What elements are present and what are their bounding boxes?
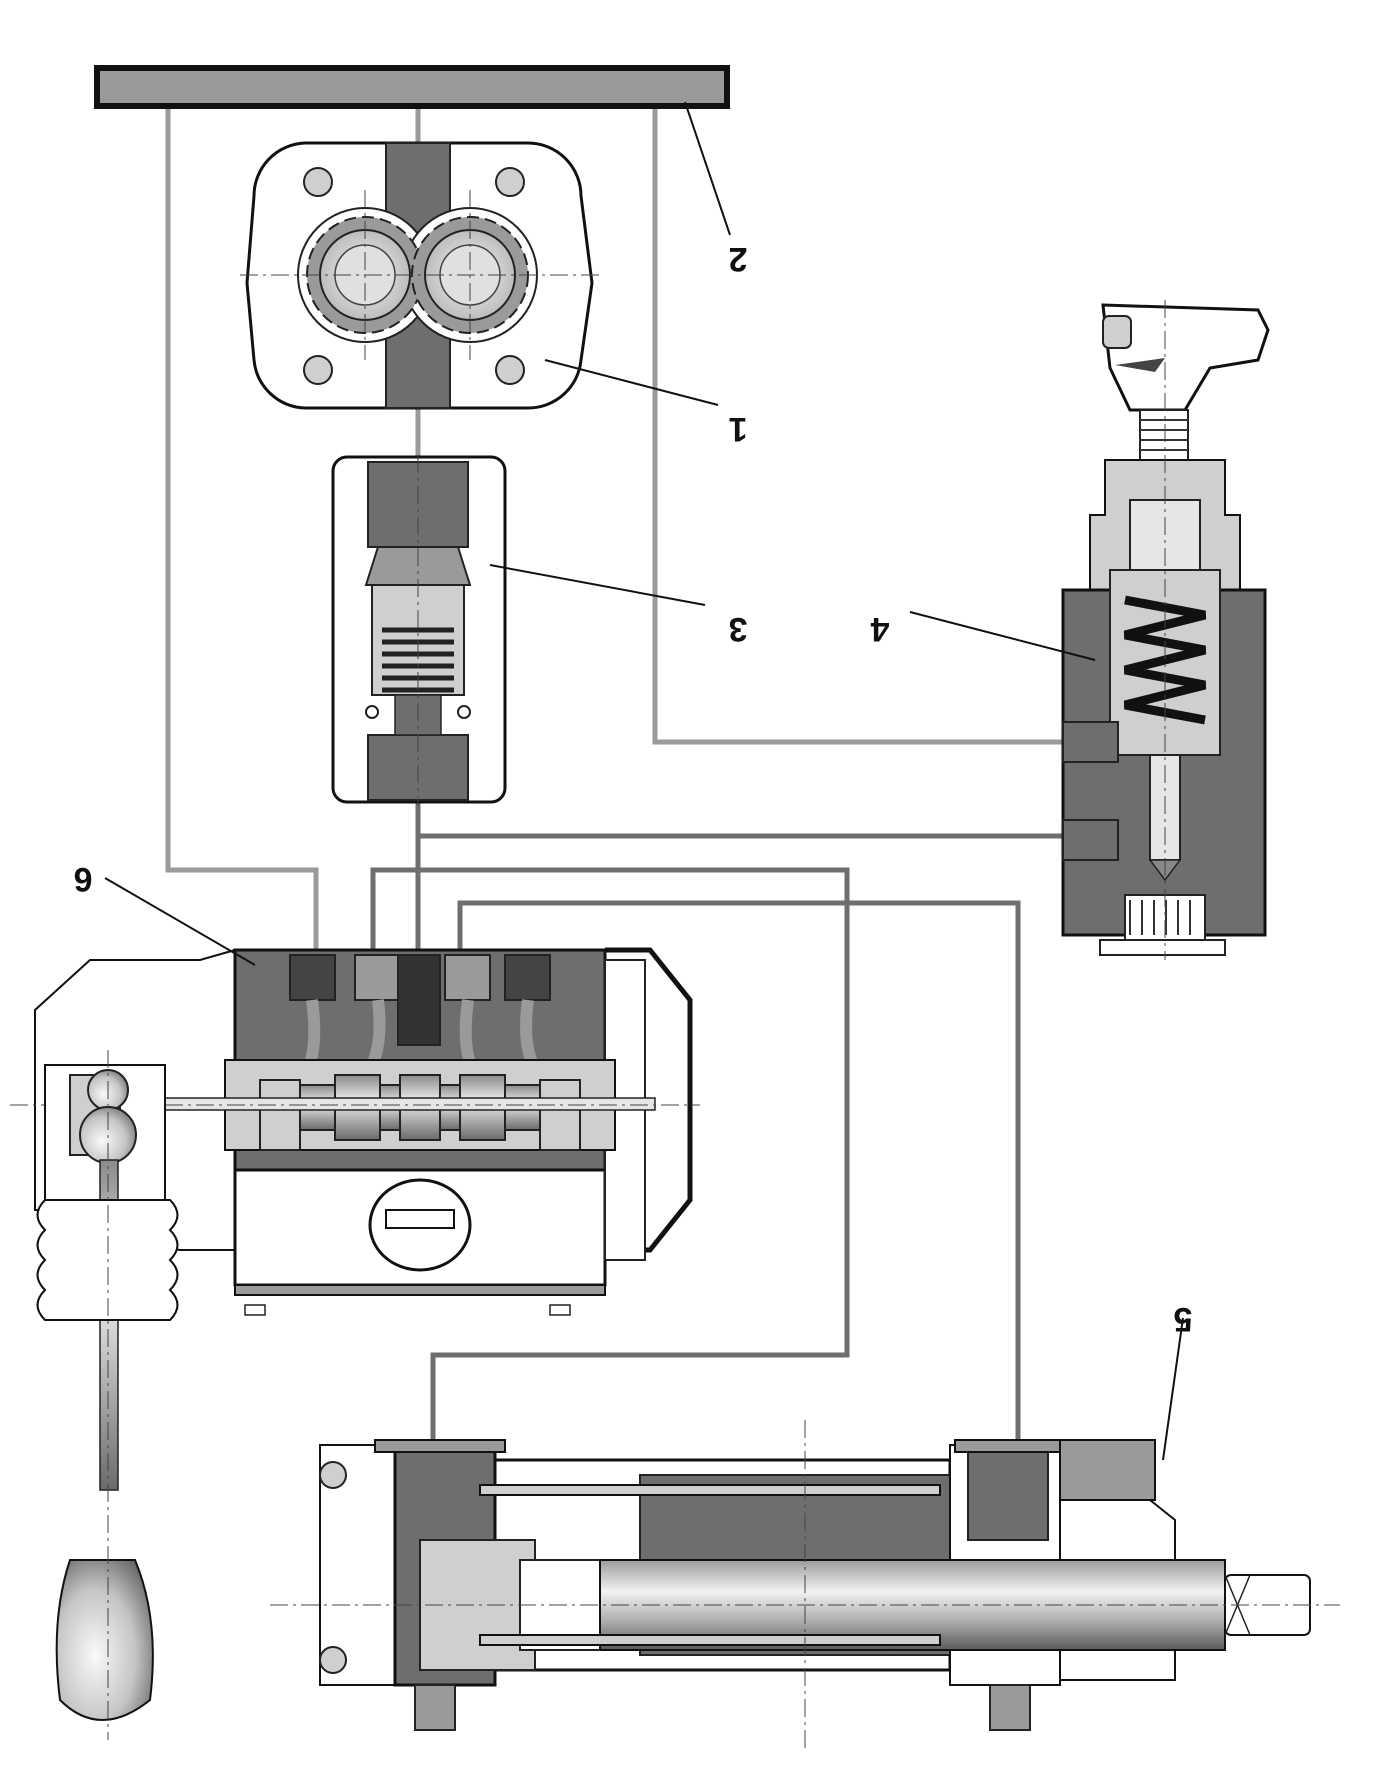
label-6: 6 — [74, 860, 93, 898]
label-5: 5 — [1174, 1300, 1193, 1338]
label-1: 1 — [729, 410, 748, 448]
tank — [94, 65, 730, 109]
check-valve — [331, 455, 507, 805]
label-2: 2 — [729, 240, 748, 278]
leader-lines — [104, 101, 1184, 1461]
control-lever — [36, 1050, 179, 1740]
label-3: 3 — [729, 610, 748, 648]
directional-valve — [10, 947, 700, 1316]
hydraulic-cylinder — [270, 1420, 1340, 1750]
label-4: 4 — [870, 610, 889, 648]
tank-line-left — [165, 100, 319, 950]
hydraulic-lines — [165, 100, 1063, 1440]
relief-valve — [1061, 300, 1270, 960]
part-labels: 1 2 3 4 5 6 — [74, 240, 1193, 1338]
gear-pump — [240, 141, 600, 410]
relief-return-line — [652, 100, 1063, 745]
cylinder-line-b — [457, 900, 1021, 1440]
cylinder-line-a — [370, 867, 850, 1440]
